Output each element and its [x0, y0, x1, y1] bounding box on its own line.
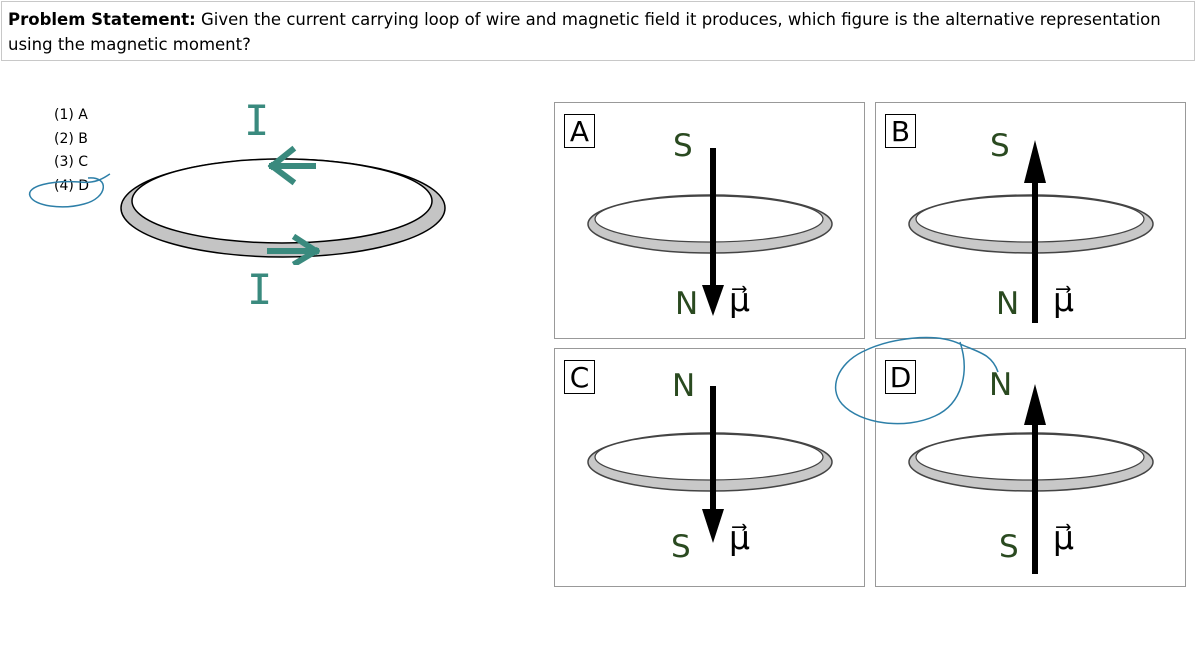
pole-bottom: S: [671, 529, 691, 565]
choice-1[interactable]: (1) A: [54, 107, 88, 123]
current-arrow-right-icon: [267, 233, 321, 265]
current-arrow-left-icon: [267, 145, 316, 186]
arrow-down-icon: [702, 285, 724, 316]
pole-bottom: N: [675, 286, 699, 322]
moment-arrow-shaft: [1032, 409, 1038, 574]
panel-a[interactable]: A S N μ⃗: [554, 102, 865, 339]
panel-letter: B: [885, 114, 916, 148]
ring-inner: [594, 433, 824, 481]
moment-label: μ⃗: [729, 518, 750, 557]
panel-c-figure: [587, 386, 833, 543]
arrow-down-icon: [702, 509, 724, 543]
ring-inner: [915, 195, 1145, 243]
pole-top: S: [990, 128, 1010, 164]
arrow-up-icon: [1024, 140, 1046, 183]
arrow-up-icon: [1024, 384, 1046, 425]
moment-label: μ⃗: [1053, 280, 1074, 319]
moment-label: μ⃗: [1053, 518, 1074, 557]
choice-4[interactable]: (4) D: [54, 177, 90, 194]
ring-inner: [594, 195, 824, 243]
pole-top: N: [989, 367, 1013, 403]
problem-statement: Problem Statement: Given the current car…: [1, 1, 1195, 61]
panel-b-figure: [908, 140, 1154, 323]
panel-letter: A: [564, 114, 595, 148]
pole-top: S: [673, 128, 693, 164]
problem-label: Problem Statement:: [8, 10, 196, 29]
current-label-bottom: I: [247, 265, 273, 314]
current-loop-diagram: [120, 145, 446, 265]
moment-label: μ⃗: [729, 280, 750, 319]
panel-letter: C: [564, 360, 595, 394]
choice-2[interactable]: (2) B: [54, 130, 88, 147]
pole-top: N: [672, 368, 696, 404]
panel-c[interactable]: C N S μ⃗: [554, 348, 865, 587]
panel-d[interactable]: D N S μ⃗: [875, 348, 1186, 587]
panel-a-figure: [587, 148, 833, 316]
current-label-top: I: [244, 96, 270, 145]
pole-bottom: S: [999, 529, 1019, 565]
moment-arrow-shaft: [710, 148, 716, 288]
choice-3[interactable]: (3) C: [54, 154, 89, 170]
panel-d-figure: [908, 384, 1154, 574]
moment-arrow-shaft: [1032, 163, 1038, 323]
problem-text: Given the current carrying loop of wire …: [8, 10, 1161, 54]
moment-arrow-shaft: [710, 386, 716, 526]
panel-b[interactable]: B S N μ⃗: [875, 102, 1186, 339]
ring-inner: [915, 433, 1145, 481]
pole-bottom: N: [996, 286, 1020, 322]
answer-choices: (1) A (2) B (3) C (4) D: [54, 104, 89, 198]
